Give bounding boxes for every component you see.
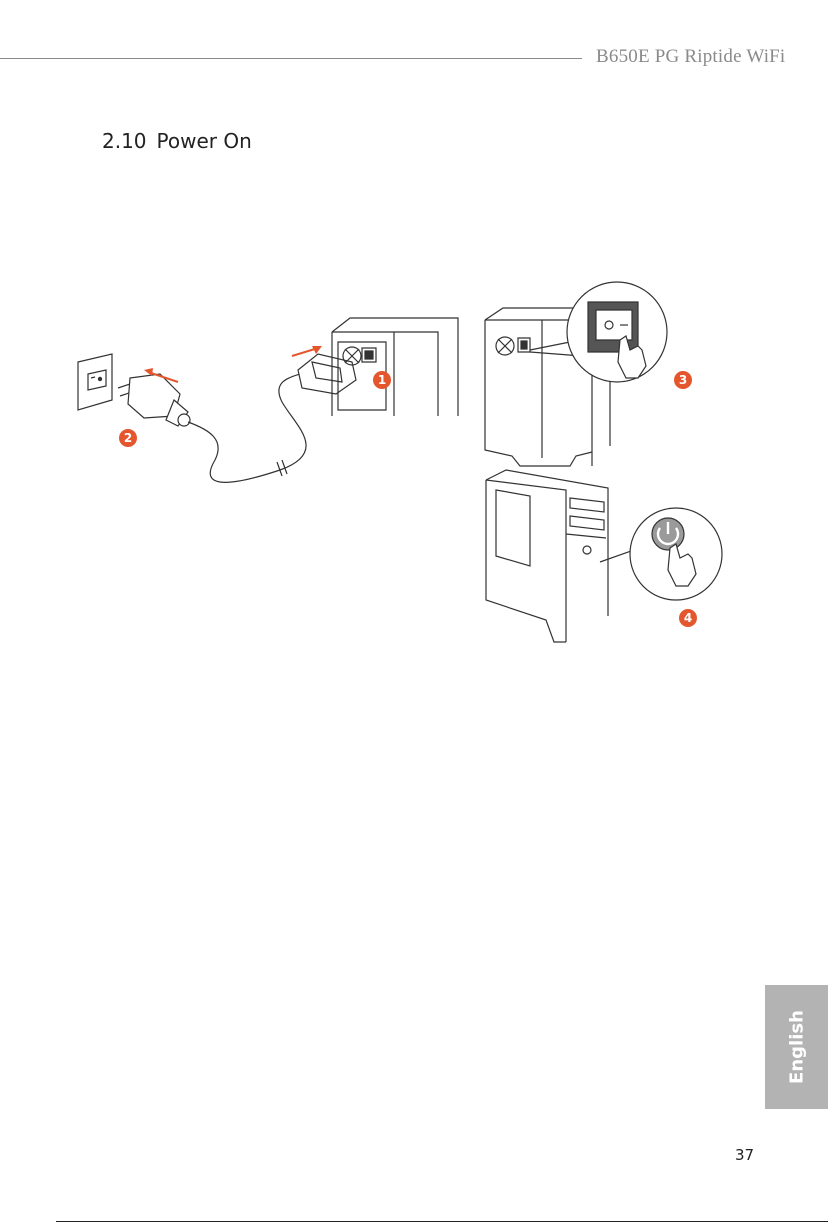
section-heading: 2.10 Power On (102, 129, 252, 153)
header-title: B650E PG Riptide WiFi (596, 46, 785, 68)
language-tab: English (765, 985, 828, 1109)
step-badge: 2 (119, 429, 137, 447)
language-label: English (786, 1010, 807, 1084)
section-number: 2.10 (102, 129, 147, 153)
wall-outlet-icon (78, 354, 112, 410)
power-cable (188, 374, 306, 482)
power-plug-icon (118, 374, 190, 426)
header-rule (0, 58, 582, 59)
section-title: Power On (157, 129, 252, 153)
svg-text:2: 2 (124, 431, 132, 445)
step-badge: 3 (674, 371, 692, 389)
svg-text:1: 1 (378, 373, 386, 387)
computer-case-front-icon (486, 470, 645, 642)
rocker-switch-icon (588, 302, 638, 352)
step-badge: 1 (373, 371, 391, 389)
power-button-icon (652, 518, 684, 550)
footer-rule (56, 1221, 828, 1222)
step-badge: 4 (679, 609, 697, 627)
page-number: 37 (735, 1146, 754, 1164)
power-on-illustration: 1 2 3 4 (60, 270, 740, 660)
svg-text:4: 4 (684, 611, 692, 625)
svg-text:3: 3 (679, 373, 687, 387)
